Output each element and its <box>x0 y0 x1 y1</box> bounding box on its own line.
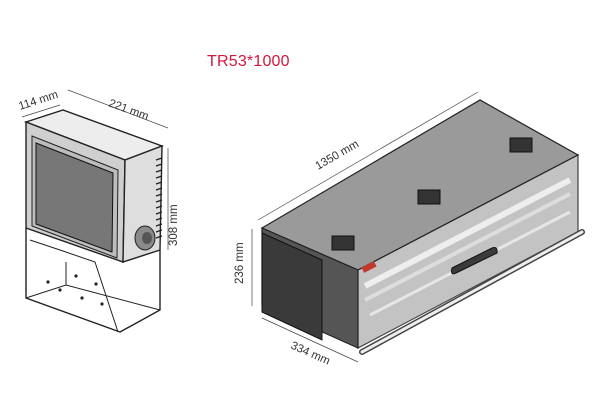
module-depth-label: 334 mm <box>289 340 332 368</box>
monitor-drawing <box>21 89 169 333</box>
monitor-width-label: 221 mm <box>107 98 150 123</box>
monitor-depth-label: 114 mm <box>17 89 59 113</box>
model-title: TR53*1000 <box>207 53 290 70</box>
monitor-height-label: 308 mm <box>168 204 180 246</box>
module-height-label: 236 mm <box>234 242 246 284</box>
module-length-label: 1350 mm <box>314 138 362 172</box>
module-drawing <box>251 91 585 363</box>
